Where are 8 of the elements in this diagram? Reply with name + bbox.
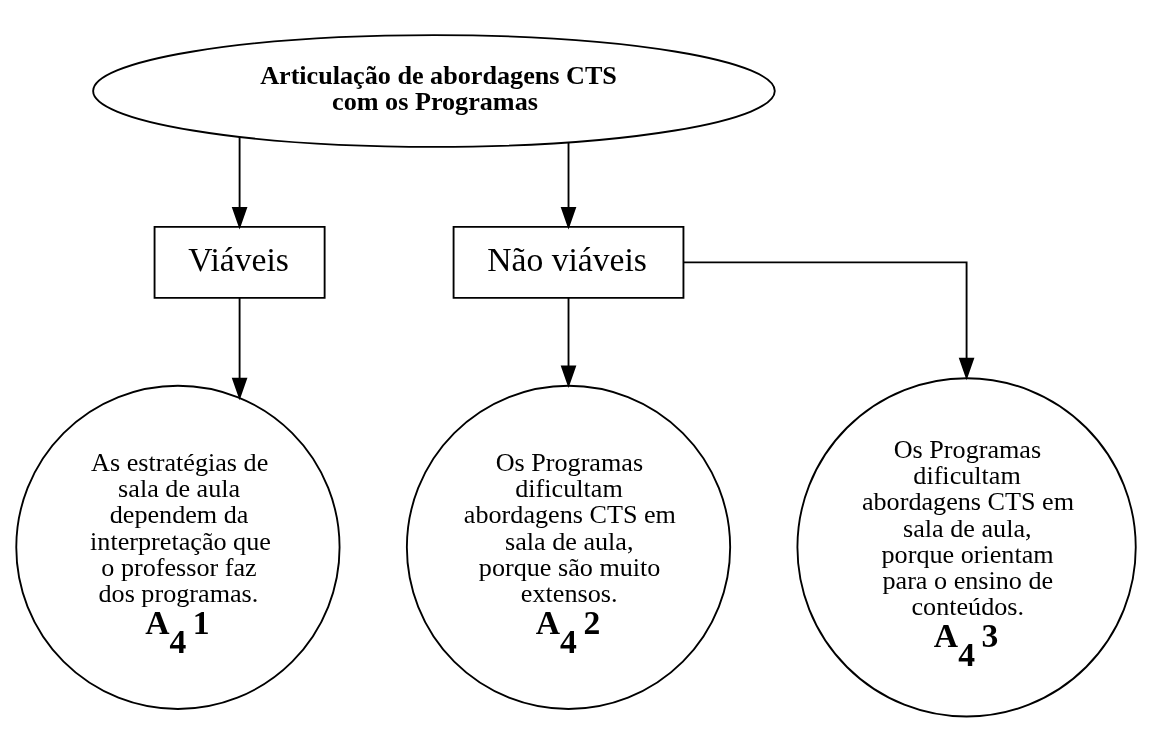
arrow — [682, 260, 975, 380]
arrow — [231, 296, 248, 400]
arrow — [560, 140, 577, 230]
arrow — [231, 135, 248, 229]
node-box: Viáveis — [153, 225, 326, 299]
arrow — [560, 296, 577, 388]
node-box: Não viáveis — [452, 225, 685, 299]
node-ellipse: Articulação de abordagens CTS com os Programas — [92, 33, 776, 148]
